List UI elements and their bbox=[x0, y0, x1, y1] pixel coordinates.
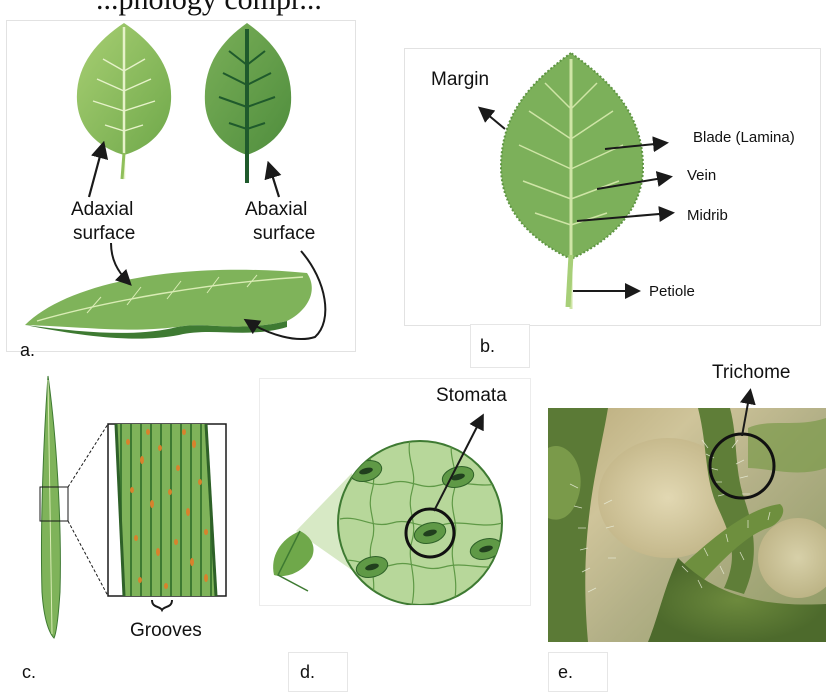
panel-e-letter: e. bbox=[558, 662, 573, 683]
margin-label: Margin bbox=[431, 69, 489, 91]
vein-label: Vein bbox=[687, 167, 716, 184]
cut-off-header-text: ...phology compr... bbox=[96, 0, 322, 16]
panel-b-letter-box bbox=[470, 324, 530, 368]
trichome-arrow bbox=[728, 386, 768, 436]
panel-a-illustration bbox=[7, 21, 355, 351]
panel-c-letter: c. bbox=[22, 662, 36, 683]
adaxial-arrow bbox=[89, 145, 103, 197]
cut-off-header: ...phology compr... bbox=[0, 0, 827, 16]
zoom-line-bottom bbox=[68, 521, 108, 596]
panel-e-photo bbox=[548, 408, 826, 642]
trichome-annotation bbox=[548, 408, 826, 642]
stomata-label: Stomata bbox=[436, 385, 507, 407]
panel-a-letter: a. bbox=[20, 340, 35, 361]
grooved-leaf-closeup bbox=[108, 424, 226, 596]
abaxial-arrow bbox=[269, 165, 279, 197]
abaxial-label-line2: surface bbox=[253, 223, 315, 245]
panel-d-illustration bbox=[260, 379, 530, 605]
trichome-highlight-ring bbox=[710, 434, 774, 498]
panel-d: Stomata bbox=[259, 378, 531, 606]
adaxial-label-line1: Adaxial bbox=[71, 199, 133, 221]
blade-label: Blade (Lamina) bbox=[693, 129, 795, 146]
panel-e-letter-box bbox=[548, 652, 608, 692]
adaxial-curve-arrow bbox=[111, 243, 129, 283]
grooves-label: Grooves bbox=[130, 620, 202, 642]
labelled-leaf bbox=[501, 53, 643, 309]
trichome-label: Trichome bbox=[712, 362, 790, 384]
margin-arrow bbox=[481, 109, 505, 129]
side-view-leaf bbox=[25, 270, 312, 339]
adaxial-label-line2: surface bbox=[73, 223, 135, 245]
panel-d-letter: d. bbox=[300, 662, 315, 683]
blade-leaf bbox=[41, 376, 60, 638]
panel-d-letter-box bbox=[288, 652, 348, 692]
petiole-label: Petiole bbox=[649, 283, 695, 300]
abaxial-label-line1: Abaxial bbox=[245, 199, 307, 221]
abaxial-leaf bbox=[205, 23, 291, 183]
panel-c-illustration bbox=[20, 372, 248, 660]
panel-a: Adaxial surface Abaxial surface bbox=[6, 20, 356, 352]
zoom-line-top bbox=[68, 424, 108, 487]
adaxial-leaf bbox=[77, 23, 171, 179]
panel-b-letter: b. bbox=[480, 336, 495, 357]
panel-c: Grooves bbox=[20, 372, 248, 660]
grooves-bracket bbox=[152, 600, 172, 610]
midrib-label: Midrib bbox=[687, 207, 728, 224]
panel-b: Margin Blade (Lamina) Vein Midrib Petiol… bbox=[404, 48, 821, 326]
small-leaf bbox=[273, 531, 313, 591]
